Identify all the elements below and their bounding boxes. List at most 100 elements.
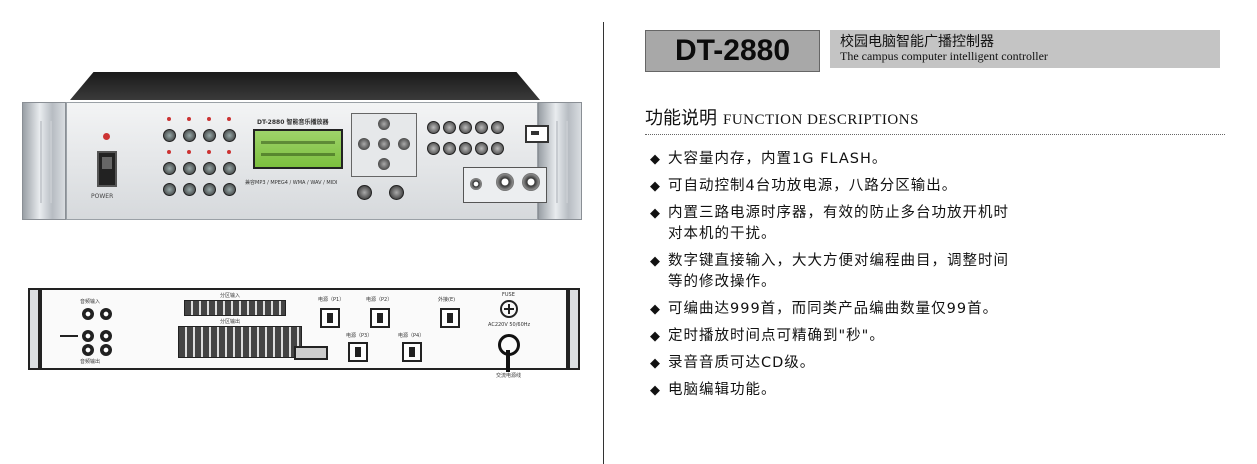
cord-label: 交流电源线 [496,373,522,379]
zone-button [203,183,216,196]
rs232-port-icon [294,346,328,360]
zone-output-label: 分区输出 [220,319,241,325]
number-keypad [427,121,505,155]
rca-jack-icon [82,344,94,356]
zone-button [183,129,196,142]
audio-input-label: 音频输入 [80,299,101,305]
rca-jack-icon [82,330,94,342]
number-key [459,142,472,155]
section-title-cn: 功能说明 [645,108,717,129]
zone-led [167,117,171,121]
knob-left [357,185,372,200]
power-cord-cable [506,350,510,372]
zone-button [183,162,196,175]
outlet-ext-label: 外接(E) [438,297,456,303]
rca-jack-icon [100,308,112,320]
line-jack-icon [522,173,540,191]
power-outlet-icon [320,308,340,328]
zone-button-grid [163,117,239,196]
number-key [459,121,472,134]
number-key [443,142,456,155]
outlet-p4-label: 电源（P4） [398,333,425,339]
zone-button [163,183,176,196]
number-key [475,121,488,134]
rca-jack-icon [82,308,94,320]
feature-item: 大容量内存，内置1G FLASH。 [650,148,1210,171]
number-key [443,121,456,134]
zone-led [187,150,191,154]
zone-button [163,129,176,142]
power-outlet-icon [440,308,460,328]
zone-led [187,117,191,121]
feature-list: 大容量内存，内置1G FLASH。 可自动控制4台功放电源，八路分区输出。 内置… [650,148,1210,406]
number-key [427,142,440,155]
zone-led [207,150,211,154]
power-outlet-icon [370,308,390,328]
feature-item: 电脑编辑功能。 [650,379,1210,402]
product-images: POWER [0,0,600,464]
front-panel-image: POWER [22,72,582,222]
power-outlet-icon [348,342,368,362]
zone-button [203,162,216,175]
rca-jack-icon [100,330,112,342]
zone-input-label: 分区输入 [220,293,241,299]
number-key [491,121,504,134]
zone-led [167,150,171,154]
product-name-box: 校园电脑智能广播控制器 The campus computer intellig… [830,30,1220,68]
rack-ear-left [22,102,66,220]
zone-led [207,117,211,121]
arrow-right-icon [398,138,410,150]
vertical-divider [603,22,604,464]
feature-item: 录音音质可达CD级。 [650,352,1210,375]
power-led [103,133,110,140]
fuse-label: FUSE [502,292,515,298]
model-number: DT-2880 [645,30,820,72]
description-panel: DT-2880 校园电脑智能广播控制器 The campus computer … [620,0,1250,464]
center-button [378,138,390,150]
arrow-down-icon [378,158,390,170]
number-key [427,121,440,134]
lcd-display [253,129,343,169]
zone-button [223,129,236,142]
chassis-top [70,72,540,100]
product-name-cn: 校园电脑智能广播控制器 [840,34,994,50]
zone-input-terminal [184,300,286,316]
outlet-p3-label: 电源（P3） [346,333,373,339]
arrow-up-icon [378,118,390,130]
rear-ear-right [568,288,580,370]
zone-button [163,162,176,175]
navigation-pad [351,113,417,177]
knob-right [389,185,404,200]
connector-line [60,335,78,337]
front-brand-label: DT-2880 智能音乐播放器 [257,119,329,126]
audio-output-label: 音频输出 [80,359,101,365]
rear-panel-image: 音频输入 音频输出 分区输入 分区输出 电源（P1） 电源（P2） 电源（P3）… [28,288,580,372]
usb-port-icon [525,125,549,143]
zone-button [203,129,216,142]
zone-output-terminal [178,326,302,358]
voltage-label: AC220V 50/60Hz [488,322,531,328]
power-switch [97,151,117,187]
feature-item: 定时播放时间点可精确到"秒"。 [650,325,1210,348]
fuse-icon [500,300,518,318]
number-key [491,142,504,155]
product-name-en: The campus computer intelligent controll… [840,49,1048,63]
zone-led [227,117,231,121]
power-label: POWER [91,193,114,200]
faceplate: POWER [66,102,549,220]
number-key [475,142,488,155]
power-outlet-icon [402,342,422,362]
outlet-p1-label: 电源（P1） [318,297,345,303]
mic-jack-icon [496,173,514,191]
section-heading: 功能说明 FUNCTION DESCRIPTIONS [645,104,1225,135]
outlet-p2-label: 电源（P2） [366,297,393,303]
feature-item: 可编曲达999首，而同类产品编曲数量仅99首。 [650,298,1210,321]
formats-label: 兼容MP3 / MPEG4 / WMA / WAV / MIDI [245,180,338,186]
zone-button [223,162,236,175]
zone-button [223,183,236,196]
zone-button [183,183,196,196]
arrow-left-icon [358,138,370,150]
section-title-en: FUNCTION DESCRIPTIONS [723,112,919,128]
rear-ear-left [28,288,40,370]
